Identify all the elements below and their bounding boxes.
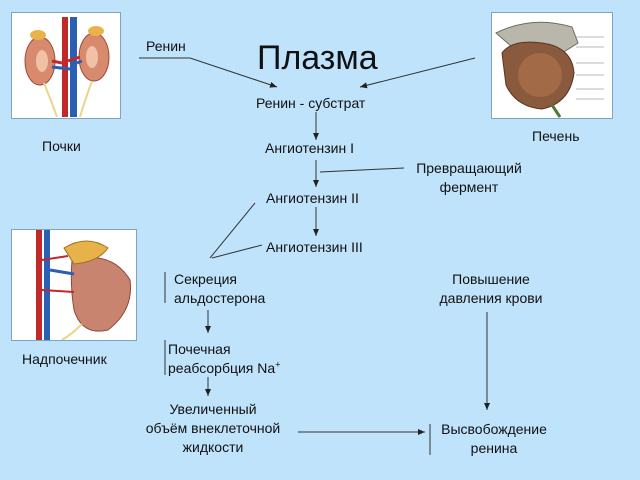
renin-label: Ренин (146, 38, 186, 54)
liver-label: Печень (532, 128, 580, 144)
na-reabsorption-line-2: реабсорбция Na+ (168, 359, 280, 378)
page-title: Плазма (257, 39, 378, 77)
converting-enzyme-line-1: Превращающий (416, 160, 522, 176)
converting-enzyme-line-2: фермент (439, 179, 499, 195)
angio2-to-aldosterone-line (209, 202, 256, 259)
aldosterone-label: Секреция альдостерона (174, 270, 265, 308)
aldosterone-line-2: альдостерона (174, 290, 266, 306)
kidneys-label: Почки (42, 138, 81, 154)
renin-substrate-label: Ренин - субстрат (256, 95, 366, 111)
converting-enzyme-label: Превращающий фермент (404, 159, 534, 197)
liver-icon (492, 13, 612, 118)
kidneys-image (11, 12, 121, 119)
ecf-volume-label: Увеличенный объём внеклеточной жидкости (128, 400, 298, 457)
liver-to-plasma-arrow (359, 57, 476, 89)
renin-release-label: Высвобождение ренина (424, 420, 564, 458)
liver-image (491, 12, 613, 119)
na-superscript: + (275, 359, 281, 370)
aldosterone-line-1: Секреция (174, 271, 238, 287)
ecf-volume-line-1: Увеличенный (169, 401, 257, 417)
renin-release-line-1: Высвобождение (441, 421, 547, 437)
renin-release-line-2: ренина (470, 440, 518, 456)
adrenal-icon (36, 230, 132, 340)
enzyme-to-angio-arrow (319, 167, 405, 173)
angiotensin-3-label: Ангиотензин III (266, 239, 363, 255)
kidneys-icon (24, 17, 110, 118)
blood-pressure-line-2: давления крови (439, 290, 543, 306)
ecf-volume-line-3: жидкости (182, 439, 244, 455)
na-reabsorption-label: Почечная реабсорбция Na+ (168, 340, 280, 378)
blood-pressure-line-1: Повышение (452, 271, 530, 287)
angiotensin-2-label: Ангиотензин II (266, 190, 359, 206)
adrenal-image (11, 229, 137, 341)
na-reabsorption-line-1: Почечная (168, 341, 231, 357)
ecf-volume-line-2: объём внеклеточной (145, 420, 281, 436)
blood-pressure-label: Повышение давления крови (421, 270, 561, 308)
angio3-to-aldosterone-line (211, 244, 263, 259)
adrenal-label: Надпочечник (22, 351, 107, 367)
na-reabsorption-text: реабсорбция Na (168, 360, 276, 376)
renin-to-plasma-arrow (139, 57, 278, 88)
angiotensin-1-label: Ангиотензин I (265, 140, 354, 156)
